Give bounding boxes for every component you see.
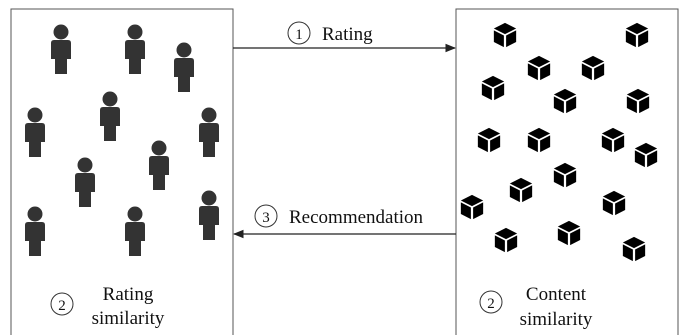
label-line1: Rating bbox=[103, 284, 154, 305]
rating-arrow: 1 Rating bbox=[233, 21, 457, 53]
recommendation-arrow: 3 Recommendation bbox=[232, 204, 456, 239]
step-circle bbox=[479, 290, 503, 314]
step-circle bbox=[50, 292, 74, 316]
rating-similarity-label: 2 Rating similarity bbox=[50, 284, 165, 329]
step-number: 2 bbox=[487, 296, 495, 312]
users-panel-frame bbox=[10, 8, 234, 335]
label-line1: Content bbox=[526, 284, 587, 305]
step-number: 1 bbox=[295, 27, 303, 43]
rating-arrow-label: Rating bbox=[322, 24, 373, 45]
recommendation-arrow-label: Recommendation bbox=[289, 207, 424, 228]
label-line2: similarity bbox=[520, 309, 593, 330]
step-number: 2 bbox=[58, 298, 66, 314]
step-circle bbox=[287, 21, 311, 45]
items-panel: 2 Content similarity bbox=[455, 8, 679, 335]
step-number: 3 bbox=[262, 210, 270, 226]
label-line2: similarity bbox=[92, 308, 165, 329]
users-panel: 2 Rating similarity bbox=[10, 8, 234, 335]
step-circle bbox=[254, 204, 278, 228]
content-similarity-label: 2 Content similarity bbox=[479, 284, 593, 330]
